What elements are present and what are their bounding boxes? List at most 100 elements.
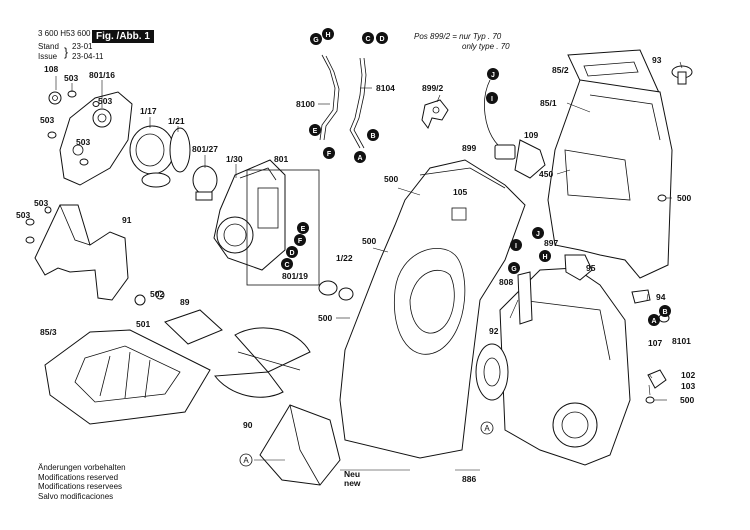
stand-label: Stand xyxy=(38,42,59,51)
label-801-19: 801/19 xyxy=(282,271,308,281)
callout-d-1 xyxy=(376,32,388,44)
label-808: 808 xyxy=(499,277,513,287)
callout-d-1-label: D xyxy=(379,36,384,43)
callout-i-2-label: I xyxy=(515,243,517,250)
label-500-e: 500 xyxy=(680,395,694,405)
label-107: 107 xyxy=(648,338,662,348)
brace: } xyxy=(64,45,69,59)
hopper-cover xyxy=(547,79,673,279)
footer-notes: Änderungen vorbehalten Modifications res… xyxy=(38,463,126,501)
label-103: 103 xyxy=(681,381,695,391)
callout-j-1-label: J xyxy=(491,72,495,79)
label-95: 95 xyxy=(586,263,596,273)
drive-gear xyxy=(129,125,191,188)
label-92: 92 xyxy=(489,326,499,336)
callout-g-2-label: G xyxy=(511,266,517,273)
label-801-27: 801/27 xyxy=(192,144,218,154)
label-501: 501 xyxy=(136,319,150,329)
label-886: 886 xyxy=(462,474,476,484)
motor-coupling xyxy=(192,165,218,201)
callout-c-2-label: C xyxy=(284,262,289,269)
bracket-frame xyxy=(34,204,129,301)
motor-housing xyxy=(213,159,286,271)
chute-panel xyxy=(499,267,631,466)
callout-b-2 xyxy=(659,305,671,317)
callout-a-2-label: A xyxy=(651,318,656,325)
callout-a-4-label: A xyxy=(243,456,249,465)
spring-rod-right xyxy=(349,57,367,149)
label-503-e: 503 xyxy=(34,198,48,208)
label-8101: 8101 xyxy=(672,336,691,346)
callout-h-1 xyxy=(322,28,334,40)
callout-i-2 xyxy=(510,239,522,251)
callout-b-2-label: B xyxy=(662,309,667,316)
callout-f-1 xyxy=(323,147,335,159)
position-note-line-1: Pos 899/2 = nur Typ . 70 xyxy=(414,32,502,41)
label-109: 109 xyxy=(524,130,538,140)
clip-parts xyxy=(564,254,670,404)
callout-a-1-label: A xyxy=(357,155,362,162)
cutting-disc xyxy=(214,327,311,398)
callout-e-1-label: E xyxy=(313,128,318,135)
label-new: new xyxy=(344,478,361,488)
screw-small xyxy=(47,90,100,166)
label-502: 502 xyxy=(150,289,164,299)
knob xyxy=(671,65,693,85)
label-450: 450 xyxy=(539,169,553,179)
label-503-a: 503 xyxy=(64,73,78,83)
label-1-17: 1/17 xyxy=(140,106,157,116)
label-85-3: 85/3 xyxy=(40,327,57,337)
callout-f-2-label: F xyxy=(298,238,303,245)
label-1-21: 1/21 xyxy=(168,116,185,126)
label-85-1: 85/1 xyxy=(540,98,557,108)
main-housing xyxy=(339,159,526,459)
screws-left xyxy=(25,206,52,244)
callout-c-2 xyxy=(281,258,293,270)
label-85-2: 85/2 xyxy=(552,65,569,75)
callout-e-1 xyxy=(309,124,321,136)
collection-tray xyxy=(44,329,211,425)
callout-c-1-label: C xyxy=(365,36,370,43)
label-801: 801 xyxy=(274,154,288,164)
label-93: 93 xyxy=(652,55,662,65)
motor-group-box xyxy=(246,169,320,286)
callout-j-1 xyxy=(487,68,499,80)
callout-d-2 xyxy=(286,246,298,258)
callout-b-1-label: B xyxy=(370,133,375,140)
doc-number: 3 600 H53 600 xyxy=(38,29,91,38)
callout-a-2 xyxy=(648,314,660,326)
note-es: Salvo modificaciones xyxy=(38,491,114,501)
callout-a-3 xyxy=(480,421,494,435)
callout-g-2 xyxy=(508,262,520,274)
label-1-30: 1/30 xyxy=(226,154,243,164)
discharge-chute xyxy=(259,404,341,486)
callout-f-1-label: F xyxy=(327,151,332,158)
label-899: 899 xyxy=(462,143,476,153)
callout-g-1-label: G xyxy=(313,37,319,44)
callout-h-1-label: H xyxy=(325,32,330,39)
label-500-b: 500 xyxy=(384,174,398,184)
callout-j-2 xyxy=(532,227,544,239)
motor-cover-plate xyxy=(59,91,133,186)
label-90: 90 xyxy=(243,420,253,430)
note-de: Änderungen vorbehalten xyxy=(38,463,126,472)
callout-a-1 xyxy=(354,151,366,163)
callout-c-1 xyxy=(362,32,374,44)
label-89: 89 xyxy=(180,297,190,307)
callout-g-1 xyxy=(310,33,322,45)
label-91: 91 xyxy=(122,215,132,225)
callout-f-2 xyxy=(294,234,306,246)
label-500-a: 500 xyxy=(677,193,691,203)
label-899-2: 899/2 xyxy=(422,83,444,93)
cable-assembly xyxy=(484,79,546,179)
position-note: Pos 899/2 = nur Typ . 70 only type . 70 xyxy=(414,32,510,52)
part-labels: 108 503 801/16 503 503 503 1/17 1/21 801… xyxy=(16,55,695,488)
label-503-b: 503 xyxy=(98,96,112,106)
issue-value: 23-04-11 xyxy=(72,52,104,61)
label-500-c: 500 xyxy=(362,236,376,246)
callout-h-2-label: H xyxy=(542,254,547,261)
label-500-d: 500 xyxy=(318,313,332,323)
callout-a-4 xyxy=(239,453,253,467)
